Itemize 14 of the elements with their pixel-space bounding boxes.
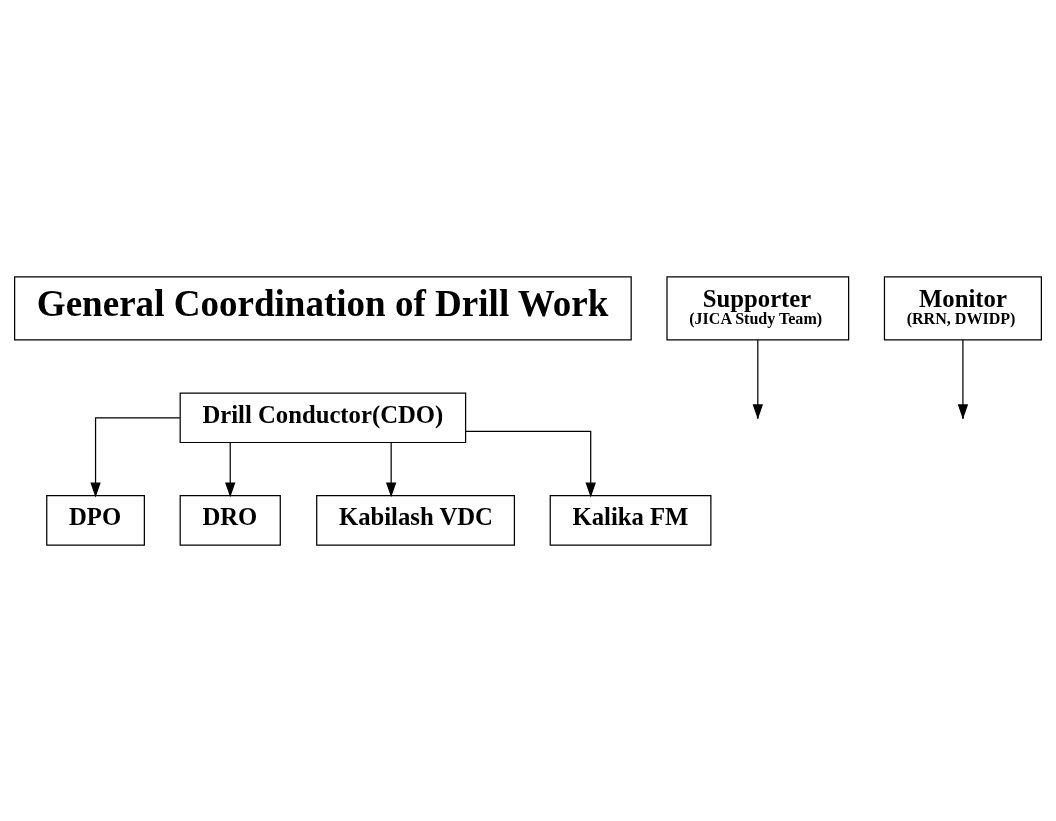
arrow: [225, 441, 236, 497]
node-box: Drill Conductor(CDO): [179, 391, 467, 443]
arrow: [957, 338, 969, 419]
node-box: Monitor (RRN, DWIDP): [883, 275, 1042, 341]
arrow: [465, 430, 596, 497]
node-box: Kabilash VDC: [316, 494, 516, 546]
node-box: DRO: [179, 494, 281, 546]
arrow: [752, 338, 763, 419]
node-box: DPO: [46, 494, 145, 546]
arrow: [385, 441, 397, 497]
arrow: [90, 416, 181, 497]
node-box: General Coordination of Drill Work: [14, 275, 632, 341]
node-box: Kalika FM: [549, 494, 712, 546]
node-box: Supporter (JICA Study Team): [666, 275, 850, 341]
